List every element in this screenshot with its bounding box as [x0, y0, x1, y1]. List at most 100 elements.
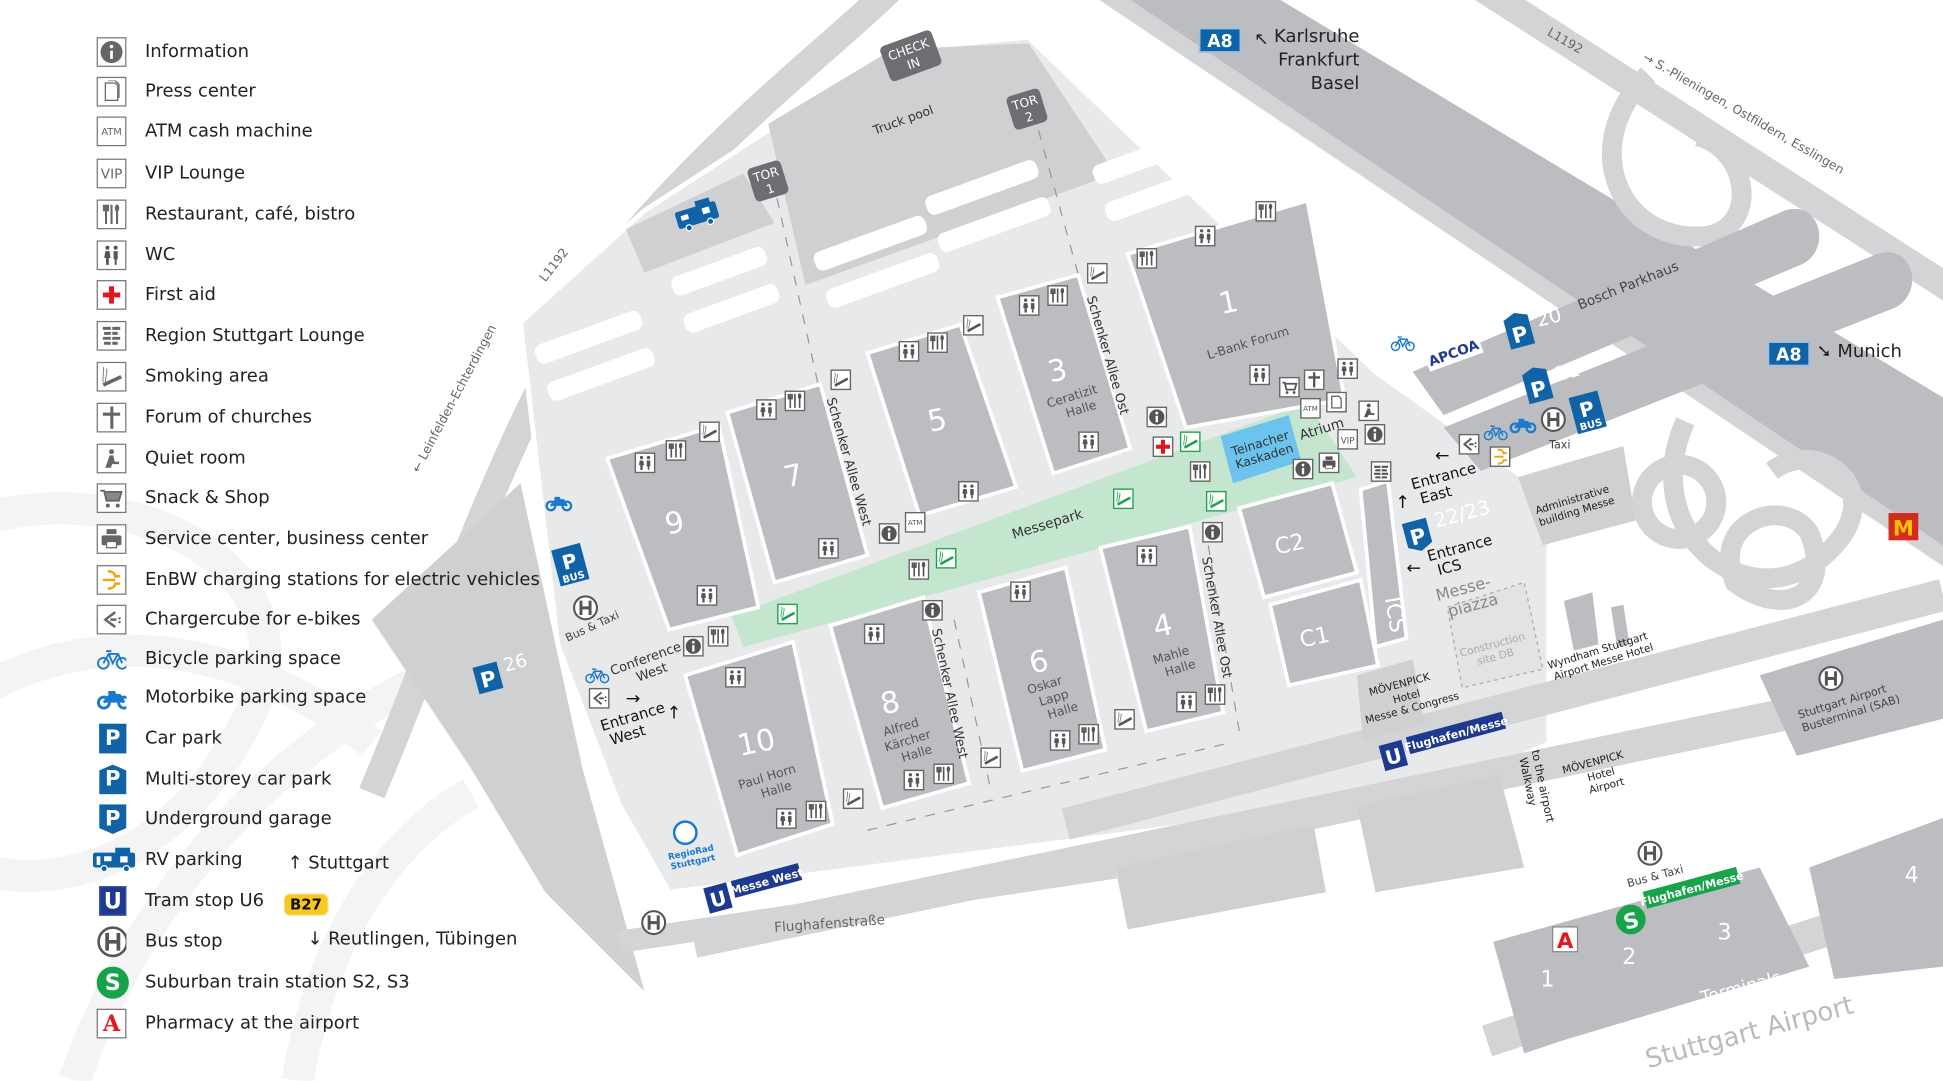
hall-number: C1 [1297, 622, 1332, 654]
info-icon[interactable] [682, 635, 704, 657]
wc-icon[interactable] [1249, 364, 1271, 386]
atm-icon[interactable] [904, 511, 926, 533]
smoking-icon[interactable] [1086, 262, 1108, 284]
restaurant-icon[interactable] [784, 390, 806, 412]
smoking-icon[interactable] [698, 421, 720, 443]
wc-icon[interactable] [903, 769, 925, 791]
atm-icon: ATM [96, 116, 127, 147]
p21-sign[interactable]: P21 [1521, 356, 1585, 405]
wc-icon[interactable] [756, 399, 777, 420]
info-icon[interactable] [1202, 521, 1223, 543]
svg-text:P: P [478, 665, 499, 693]
restaurant-icon[interactable] [707, 625, 729, 647]
legend-item-snack-shop: Snack & Shop [96, 482, 270, 514]
wc-icon[interactable] [775, 808, 797, 829]
restaurant-icon[interactable] [1255, 200, 1277, 222]
restaurant-icon[interactable] [926, 332, 948, 354]
wc-icon[interactable] [1194, 225, 1216, 247]
smoking-icon[interactable] [935, 547, 957, 569]
smoking-icon[interactable] [980, 747, 1002, 769]
entrance-ics-arrow: ← [1406, 559, 1421, 579]
smoking-icon[interactable] [842, 788, 864, 810]
legend-label: Underground garage [144, 809, 332, 830]
press-icon[interactable] [1326, 391, 1347, 413]
vip-icon[interactable] [1337, 428, 1358, 450]
wc-icon[interactable] [958, 480, 979, 502]
wc-icon[interactable] [696, 585, 718, 606]
first-aid-icon[interactable] [1152, 436, 1174, 458]
restaurant-icon[interactable] [933, 763, 955, 785]
info-icon[interactable] [1364, 423, 1386, 445]
wc-icon[interactable] [1049, 730, 1071, 751]
chargecube-icon[interactable] [1458, 433, 1480, 455]
restaurant-icon[interactable] [908, 558, 930, 580]
hall-3[interactable] [995, 272, 1133, 476]
hall-c1[interactable] [1267, 577, 1381, 688]
hall-10[interactable] [682, 639, 835, 858]
atm-icon[interactable] [1300, 397, 1321, 419]
printer-icon[interactable] [1318, 452, 1340, 474]
restaurant-icon[interactable] [665, 439, 687, 461]
quiet-room-icon[interactable] [1358, 400, 1380, 422]
ev-charging-icon[interactable] [1489, 446, 1511, 468]
bus-stop-icon[interactable] [1540, 406, 1567, 433]
info-icon[interactable] [922, 599, 943, 621]
pharmacy-icon[interactable]: A [1552, 926, 1579, 953]
wc-icon[interactable] [1010, 581, 1031, 603]
hall-6[interactable] [976, 565, 1108, 774]
restaurant-icon[interactable] [1189, 461, 1211, 482]
wc-icon[interactable] [1018, 295, 1040, 316]
smoking-icon[interactable] [830, 369, 852, 391]
smoking-icon[interactable] [1205, 490, 1227, 512]
legend-item-service-center: Service center, business center [96, 523, 428, 555]
wc-icon[interactable] [1078, 431, 1099, 453]
hall-8[interactable] [827, 594, 972, 811]
interchange-loops [1601, 67, 1863, 610]
restaurant-icon[interactable] [1136, 247, 1158, 269]
direction-reutlingen: ↓ Reutlingen, Tübingen [307, 929, 517, 949]
info-icon[interactable] [878, 523, 900, 544]
wc-icon[interactable] [725, 666, 746, 688]
bus-stop-icon[interactable] [572, 594, 599, 621]
restaurant-icon[interactable] [1204, 684, 1226, 706]
smoking-icon[interactable] [962, 314, 984, 336]
smoking-icon[interactable] [1179, 431, 1201, 453]
region-lounge-icon[interactable] [1370, 460, 1392, 483]
wc-icon[interactable] [1136, 545, 1158, 567]
hall-4[interactable] [1098, 524, 1226, 734]
info-icon[interactable] [1146, 406, 1168, 428]
shopping-cart-icon [96, 483, 127, 514]
wc-icon[interactable] [863, 623, 885, 645]
restaurant-icon[interactable] [1078, 723, 1100, 745]
p26-sign[interactable]: P26 [471, 650, 532, 695]
smoking-icon[interactable] [776, 603, 799, 625]
bus-stop-icon[interactable] [640, 909, 667, 936]
rv-parking-icon[interactable] [673, 196, 721, 234]
restaurant-icon[interactable] [1047, 285, 1069, 307]
bicycle-icon[interactable] [1390, 336, 1415, 352]
hall-ics[interactable] [1358, 478, 1409, 650]
bus-stop-icon[interactable] [1637, 840, 1663, 867]
hall-c2[interactable] [1236, 481, 1360, 600]
wc-icon[interactable] [634, 452, 656, 474]
wc-icon[interactable] [898, 340, 920, 362]
bus-stop-icon [96, 925, 127, 958]
restaurant-icon[interactable] [805, 800, 827, 822]
cross-icon[interactable] [1303, 369, 1325, 391]
smoking-icon[interactable] [1114, 708, 1136, 730]
smoking-icon[interactable] [1112, 488, 1134, 510]
wc-icon[interactable] [818, 537, 839, 559]
info-icon[interactable] [1292, 458, 1314, 480]
legend-label: Car park [144, 728, 222, 749]
wc-icon[interactable] [1176, 691, 1197, 713]
chargecube-icon[interactable] [588, 687, 610, 709]
legend-label: Forum of churches [144, 407, 313, 428]
p20-sign[interactable]: P20 [1502, 301, 1566, 350]
bus-stop-icon[interactable] [1817, 665, 1844, 692]
shopping-cart-icon[interactable] [1278, 376, 1300, 398]
hall-9[interactable] [604, 422, 761, 632]
wc-icon[interactable] [1337, 358, 1358, 380]
